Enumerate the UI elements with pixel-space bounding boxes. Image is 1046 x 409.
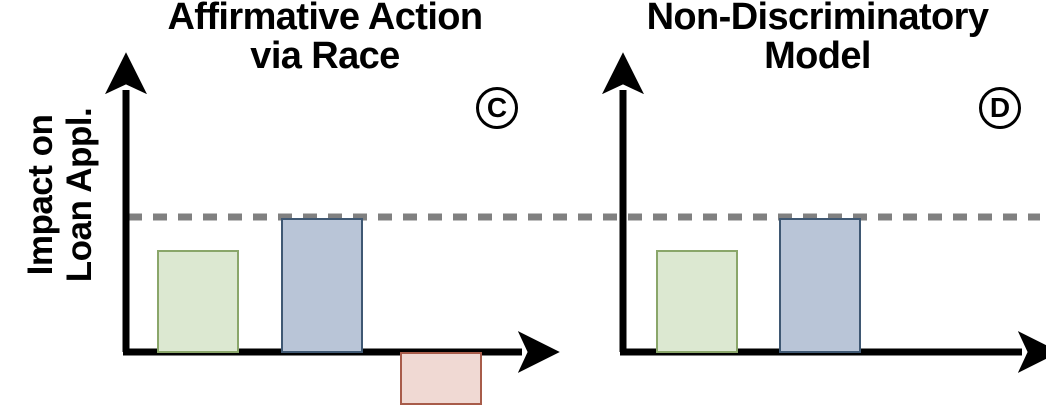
- bar-blue-c: [281, 218, 363, 353]
- y-axis-label-line2: Loan Appl.: [60, 107, 99, 283]
- panel-label-c: C: [476, 87, 518, 129]
- panel-label-d: D: [979, 87, 1021, 129]
- panel-c-title-line1: Affirmative Action: [167, 0, 483, 38]
- panel-d-title: Non-Discriminatory Model: [610, 0, 1025, 76]
- panel-d-title-line1: Non-Discriminatory: [646, 0, 989, 38]
- bar-green-d: [656, 250, 738, 353]
- bar-green-c: [157, 250, 239, 353]
- panel-d-title-line2: Model: [764, 34, 871, 77]
- y-axis-label: Impact on Loan Appl.: [0, 0, 120, 409]
- bar-red-c: [400, 352, 482, 405]
- panel-c-title: Affirmative Action via Race: [130, 0, 520, 76]
- y-axis-label-line1: Impact on: [20, 114, 60, 276]
- bar-blue-d: [779, 218, 861, 353]
- reference-dashed-line: [128, 213, 1040, 221]
- panel-c-title-line2: via Race: [250, 34, 400, 77]
